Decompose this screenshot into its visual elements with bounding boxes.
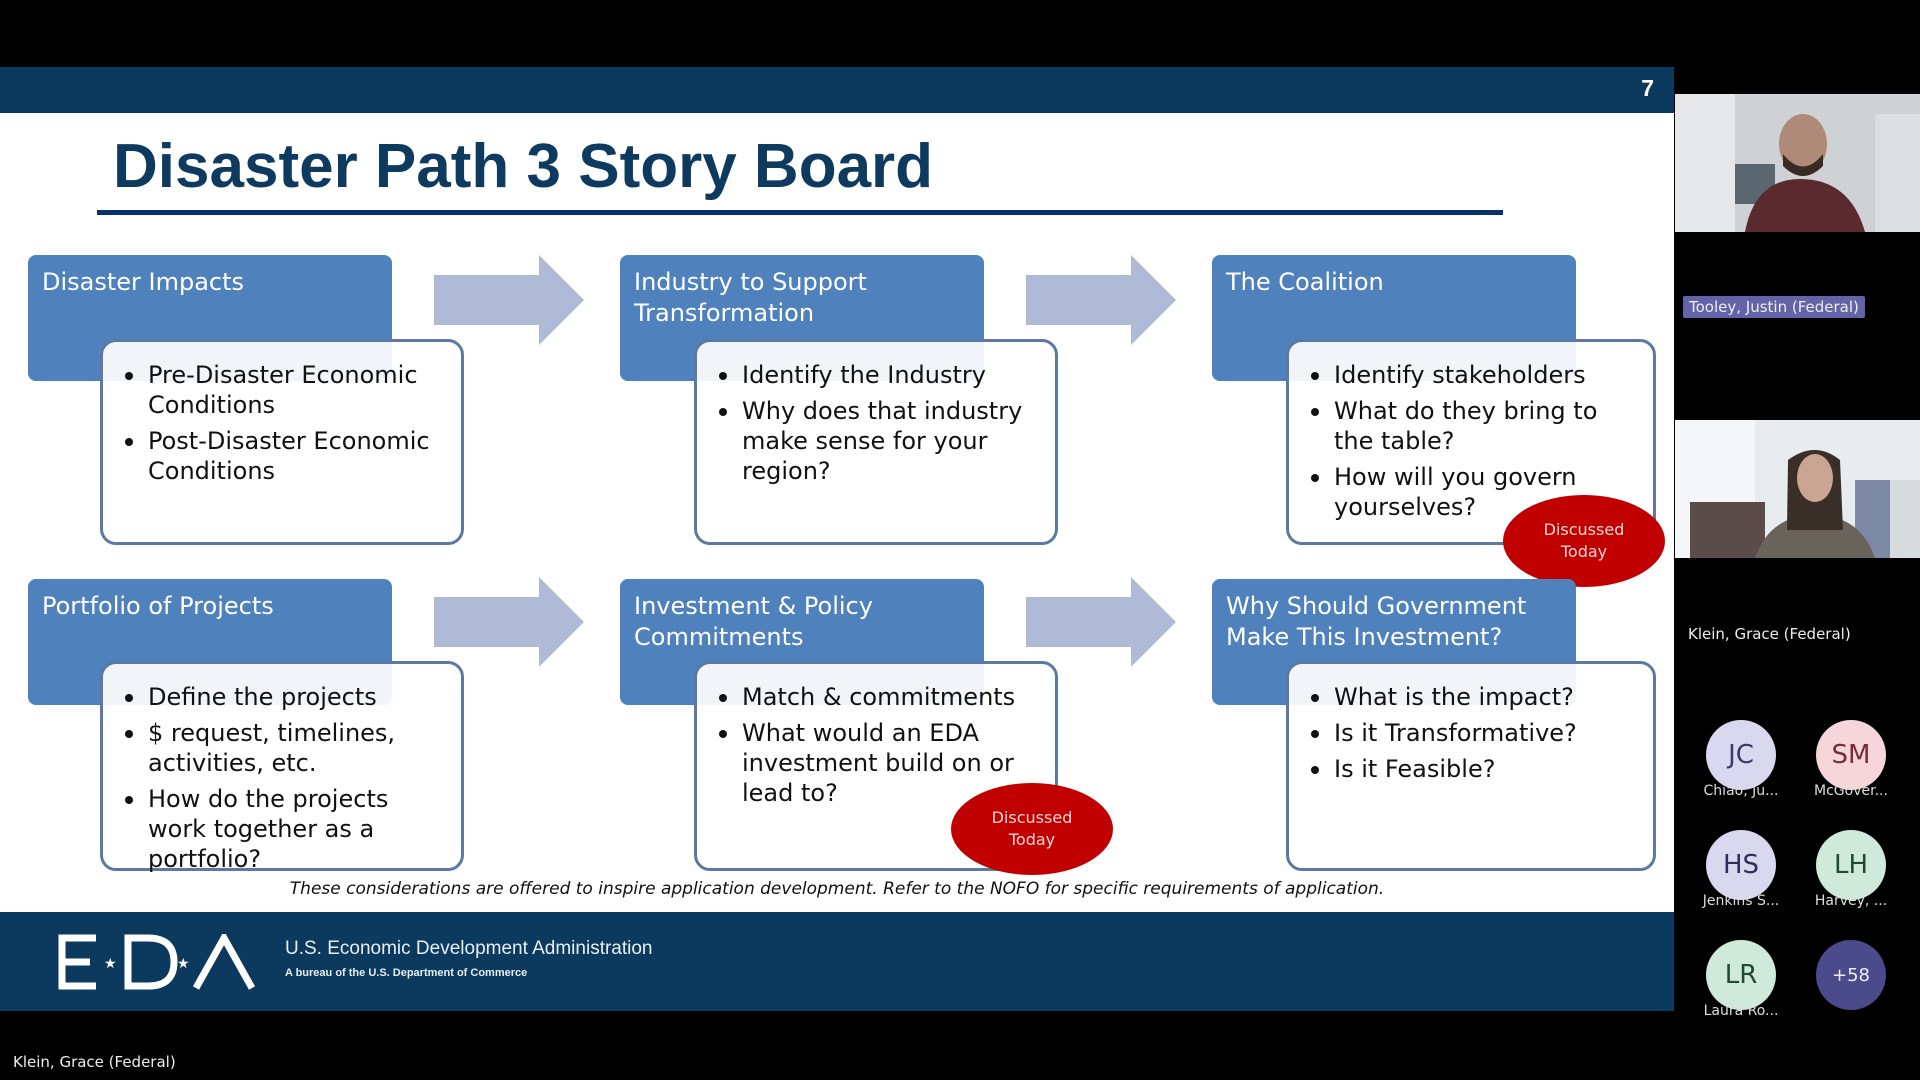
- participant-video: [1675, 420, 1920, 558]
- participant-name-label: Klein, Grace (Federal): [1688, 625, 1851, 643]
- bullet-item: What do they bring to the table?: [1311, 396, 1643, 456]
- avatar-name: Harvey, ...: [1814, 893, 1888, 909]
- avatar-name: Chiao, Ju...: [1703, 783, 1779, 799]
- title-underline: [97, 210, 1503, 215]
- bullet-item: Why does that industry make sense for yo…: [719, 396, 1045, 486]
- card-body: Identify the Industry Why does that indu…: [694, 339, 1058, 545]
- org-subtitle: A bureau of the U.S. Department of Comme…: [285, 967, 528, 979]
- bullet-item: Is it Feasible?: [1311, 754, 1643, 784]
- flow-arrow-icon: [1026, 255, 1176, 345]
- card-heading: Investment & Policy Commitments: [634, 592, 873, 651]
- bullet-item: $ request, timelines, activities, etc.: [125, 718, 451, 778]
- slide-footnote: These considerations are offered to insp…: [289, 879, 1385, 899]
- card-body: What is the impact? Is it Transformative…: [1286, 661, 1656, 871]
- video-tile-klein[interactable]: [1675, 420, 1920, 558]
- card-body: Pre-Disaster Economic Conditions Post-Di…: [100, 339, 464, 545]
- bullet-item: Match & commitments: [719, 682, 1045, 712]
- slide-title: Disaster Path 3 Story Board: [113, 132, 934, 201]
- avatar-name: McGover...: [1814, 783, 1888, 799]
- svg-text:★: ★: [177, 956, 190, 972]
- flow-arrow-icon: [1026, 577, 1176, 667]
- card-body: Define the projects $ request, timelines…: [100, 661, 464, 874]
- card-industry: Industry to Support Transformation Ident…: [620, 255, 1080, 555]
- more-participants-button[interactable]: +58: [1816, 940, 1886, 1010]
- org-name: U.S. Economic Development Administration: [285, 938, 653, 959]
- card-why-government: Why Should Government Make This Investme…: [1212, 579, 1672, 879]
- svg-text:★: ★: [104, 956, 117, 972]
- avatar-hs[interactable]: HS: [1706, 830, 1776, 900]
- bullet-item: Pre-Disaster Economic Conditions: [125, 360, 451, 420]
- slide-top-bar: 7: [0, 67, 1674, 113]
- slide-page-number: 7: [1641, 75, 1654, 101]
- bullet-item: Define the projects: [125, 682, 451, 712]
- bullet-item: Is it Transformative?: [1311, 718, 1643, 748]
- participant-name-tag: Tooley, Justin (Federal): [1683, 296, 1865, 318]
- participant-video: [1675, 94, 1920, 232]
- bullet-item: Identify the Industry: [719, 360, 1045, 390]
- presenter-name-label: Klein, Grace (Federal): [13, 1053, 176, 1071]
- bullet-item: What is the impact?: [1311, 682, 1643, 712]
- bullet-item: How do the projects work together as a p…: [125, 784, 451, 874]
- card-heading: The Coalition: [1226, 268, 1384, 296]
- video-tile-tooley[interactable]: [1675, 94, 1920, 232]
- flow-arrow-icon: [434, 255, 584, 345]
- avatar-sm[interactable]: SM: [1816, 720, 1886, 790]
- card-body: Identify stakeholders What do they bring…: [1286, 339, 1656, 545]
- card-portfolio: Portfolio of Projects Define the project…: [28, 579, 488, 879]
- presentation-slide: 7 Disaster Path 3 Story Board Disaster I…: [0, 67, 1674, 1011]
- flow-arrow-icon: [434, 577, 584, 667]
- card-heading: Industry to Support Transformation: [634, 268, 867, 327]
- avatar-name: Laura Ro...: [1703, 1003, 1779, 1019]
- card-disaster-impacts: Disaster Impacts Pre-Disaster Economic C…: [28, 255, 488, 555]
- avatar-lr[interactable]: LR: [1706, 940, 1776, 1010]
- card-heading: Why Should Government Make This Investme…: [1226, 592, 1527, 651]
- avatar-name: Jenkins S...: [1702, 893, 1780, 909]
- card-heading: Disaster Impacts: [42, 268, 245, 296]
- avatar-jc[interactable]: JC: [1706, 720, 1776, 790]
- eda-logo: ★ ★: [58, 934, 256, 990]
- bullet-item: Identify stakeholders: [1311, 360, 1643, 390]
- card-heading: Portfolio of Projects: [42, 592, 274, 620]
- bullet-item: What would an EDA investment build on or…: [719, 718, 1045, 808]
- slide-footer: ★ ★ U.S. Economic Development Administra…: [0, 912, 1674, 1011]
- card-coalition: The Coalition Identify stakeholders What…: [1212, 255, 1672, 555]
- bullet-item: Post-Disaster Economic Conditions: [125, 426, 451, 486]
- avatar-lh[interactable]: LH: [1816, 830, 1886, 900]
- bullet-item: How will you govern yourselves?: [1311, 462, 1643, 522]
